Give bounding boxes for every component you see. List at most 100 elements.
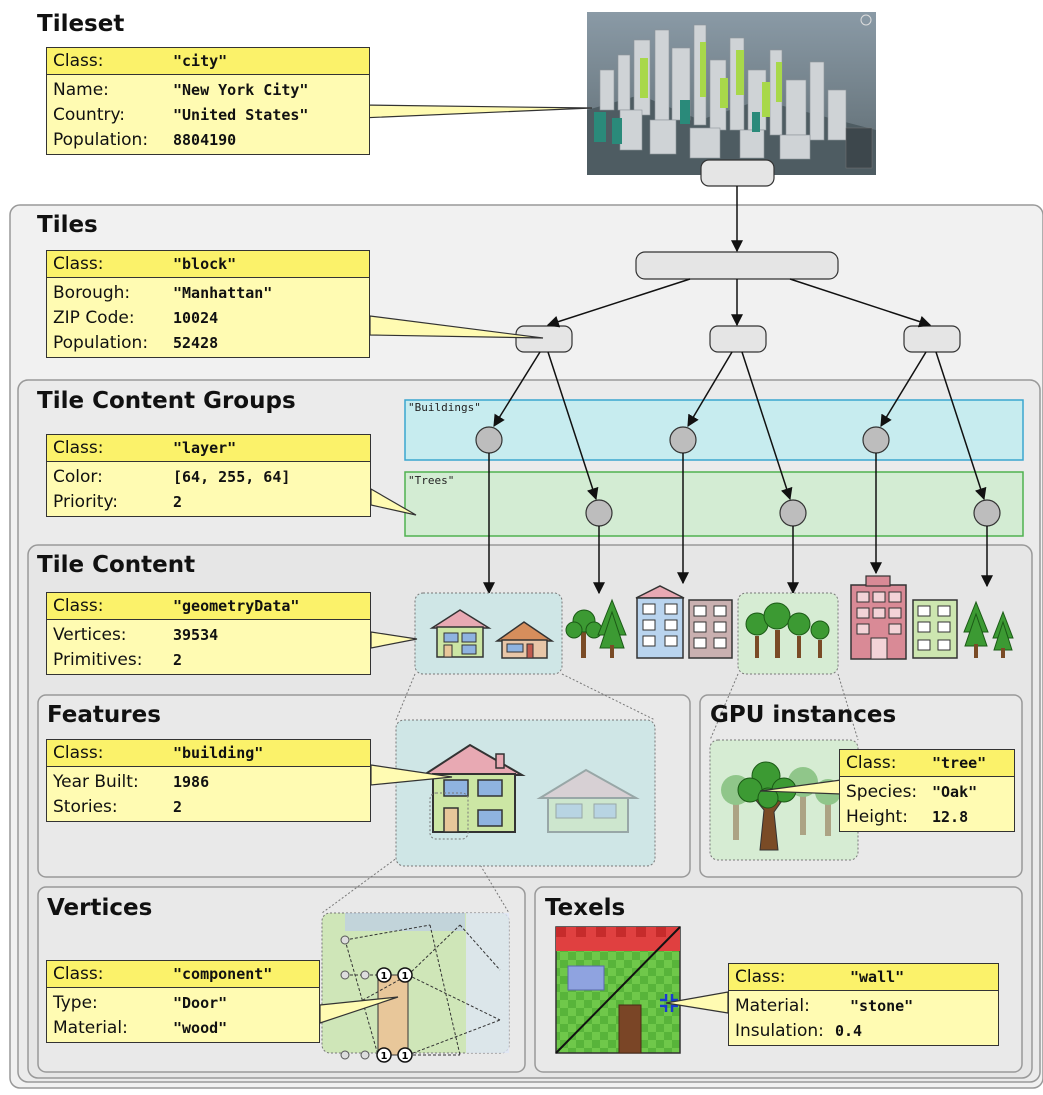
house-icon bbox=[429, 609, 492, 658]
door-selection bbox=[429, 792, 469, 840]
class-key: Class: bbox=[53, 743, 104, 763]
property-key: Stories: bbox=[53, 796, 118, 817]
metadata-box-geometry: Class: "geometryData" Vertices: 39534 Prim… bbox=[46, 592, 371, 675]
property-value: 1986 bbox=[173, 772, 210, 791]
property-key: Material: bbox=[53, 1017, 128, 1038]
group-node-buildings-3 bbox=[862, 426, 890, 454]
class-value: "component" bbox=[173, 965, 273, 983]
house-icon bbox=[494, 621, 555, 659]
property-value: 39534 bbox=[173, 625, 219, 644]
child-tile-node-2 bbox=[709, 325, 767, 353]
child-tile-node-1 bbox=[515, 325, 573, 353]
tile-content-title: Tile Content bbox=[37, 552, 196, 578]
property-key: Species: bbox=[846, 781, 918, 802]
house-icon bbox=[420, 743, 526, 833]
group-node-buildings-2 bbox=[669, 426, 697, 454]
property-value: 8804190 bbox=[173, 130, 237, 149]
class-key: Class: bbox=[735, 967, 786, 987]
house-icon bbox=[536, 768, 640, 833]
apartment-icon bbox=[850, 575, 907, 660]
property-key: Borough: bbox=[53, 282, 131, 303]
class-value: "wall" bbox=[850, 968, 905, 986]
class-key: Class: bbox=[53, 964, 104, 984]
class-value: "building" bbox=[173, 744, 264, 762]
property-value: "United States" bbox=[173, 105, 309, 124]
property-value: "Door" bbox=[173, 993, 228, 1012]
metadata-box-city: Class:"city" Name:"New York City" Countr… bbox=[46, 47, 370, 155]
block-tile-node bbox=[635, 251, 839, 280]
property-value: "Manhattan" bbox=[173, 283, 273, 302]
class-value: "geometryData" bbox=[173, 597, 300, 615]
property-key: Material: bbox=[735, 995, 810, 1016]
metadata-box-building: Class: "building" Year Built: 1986 Stories… bbox=[46, 739, 371, 822]
trees-content-box bbox=[737, 592, 839, 675]
property-value: 52428 bbox=[173, 333, 219, 352]
tree-icon bbox=[745, 602, 830, 658]
property-value: 10024 bbox=[173, 308, 219, 327]
property-value: "Oak" bbox=[932, 782, 978, 801]
metadata-box-component: Class: "component" Type: "Door" Material: "… bbox=[46, 960, 320, 1043]
class-key: Class: bbox=[53, 438, 104, 458]
property-key: Primitives: bbox=[53, 649, 143, 670]
property-value: 2 bbox=[173, 650, 183, 669]
property-key: Year Built: bbox=[53, 771, 139, 792]
texel-image bbox=[555, 926, 681, 1054]
metadata-box-layer: Class: "layer" Color: [64, 255, 64] Priori… bbox=[46, 434, 371, 517]
property-key: Vertices: bbox=[53, 624, 127, 645]
trees-group-label: "Trees" bbox=[408, 474, 455, 487]
class-value: "layer" bbox=[173, 439, 237, 457]
buildings-group-band bbox=[404, 399, 1024, 461]
city-render-image bbox=[587, 12, 876, 175]
class-key: Class: bbox=[846, 753, 897, 773]
property-key: ZIP Code: bbox=[53, 307, 135, 328]
group-node-trees-3 bbox=[973, 499, 1001, 527]
property-value: [64, 255, 64] bbox=[173, 467, 291, 486]
tiles-title: Tiles bbox=[37, 212, 98, 238]
class-value: "city" bbox=[173, 52, 228, 70]
property-key: Priority: bbox=[53, 491, 118, 512]
class-key: Class: bbox=[53, 596, 104, 616]
vertex-mesh bbox=[321, 912, 510, 1060]
class-key: Class: bbox=[53, 254, 104, 274]
property-key: Color: bbox=[53, 466, 103, 487]
metadata-box-tree: Class: "tree" Species: "Oak" Height: 12.8 bbox=[839, 749, 1015, 832]
tree-icon bbox=[565, 598, 627, 658]
property-key: Population: bbox=[53, 129, 149, 150]
class-value: "tree" bbox=[932, 754, 987, 772]
property-value: "New York City" bbox=[173, 80, 309, 99]
apartment-icon bbox=[912, 599, 958, 659]
property-value: 12.8 bbox=[932, 807, 969, 826]
property-key: Height: bbox=[846, 806, 908, 827]
callout-pointers bbox=[319, 104, 842, 1024]
class-key: Class: bbox=[53, 51, 104, 71]
oak-tree-icon bbox=[737, 761, 797, 851]
property-value: 2 bbox=[173, 797, 183, 816]
texel-cursor-icon bbox=[660, 994, 678, 1012]
trees-group-band bbox=[404, 471, 1024, 537]
apartment-icon bbox=[635, 585, 685, 659]
property-key: Name: bbox=[53, 79, 109, 100]
property-value: 0.4 bbox=[835, 1021, 863, 1040]
class-value: "block" bbox=[173, 255, 237, 273]
tile-content-groups-title: Tile Content Groups bbox=[37, 388, 296, 414]
group-node-buildings-1 bbox=[475, 426, 503, 454]
tileset-title: Tileset bbox=[37, 11, 125, 37]
gpu-instances-title: GPU instances bbox=[710, 702, 897, 728]
property-key: Type: bbox=[53, 992, 98, 1013]
root-tile-node bbox=[700, 159, 775, 187]
apartment-icon bbox=[688, 599, 733, 659]
pine-tree-icon bbox=[963, 600, 1014, 658]
features-title: Features bbox=[47, 702, 161, 728]
texels-title: Texels bbox=[545, 895, 626, 921]
property-key: Population: bbox=[53, 332, 149, 353]
group-node-trees-2 bbox=[779, 499, 807, 527]
property-value: "wood" bbox=[173, 1018, 228, 1037]
property-value: 2 bbox=[173, 492, 183, 511]
metadata-box-block: Class: "block" Borough: "Manhattan" ZIP Co… bbox=[46, 250, 370, 358]
property-key: Insulation: bbox=[735, 1020, 824, 1041]
group-node-trees-1 bbox=[585, 499, 613, 527]
vertices-title: Vertices bbox=[47, 895, 153, 921]
buildings-group-label: "Buildings" bbox=[408, 401, 481, 414]
